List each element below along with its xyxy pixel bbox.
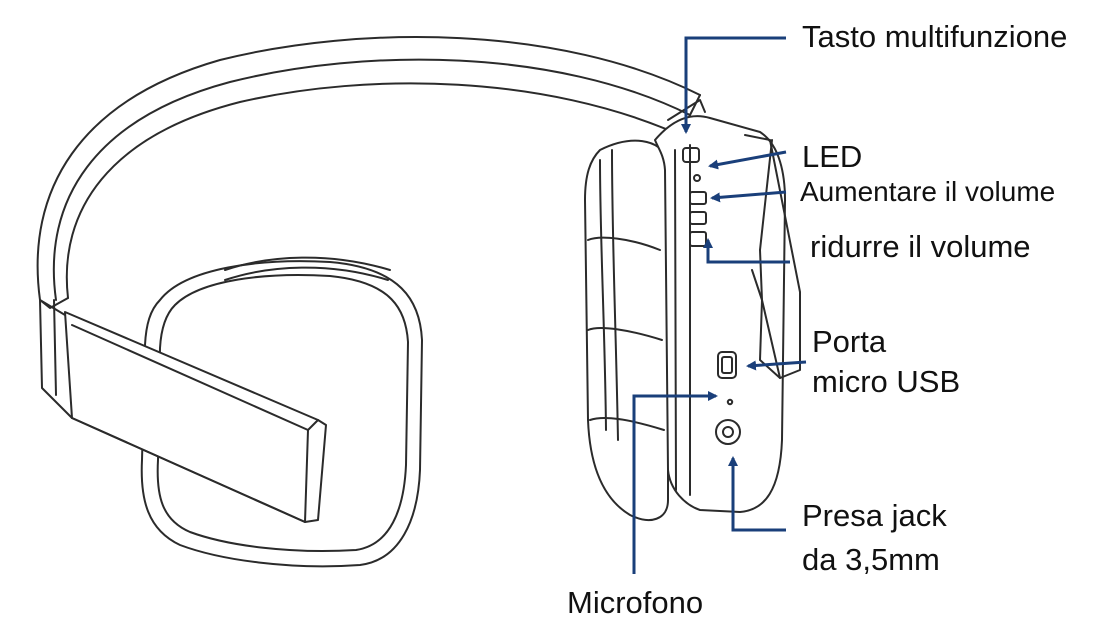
label-led: LED [802, 139, 863, 174]
left-earcup [39, 256, 423, 568]
label-microphone: Microfono [567, 585, 704, 620]
right-earcup [584, 99, 801, 521]
callout-micro-usb [746, 360, 807, 371]
headband [36, 36, 701, 309]
label-micro-usb-line2: micro USB [812, 364, 961, 399]
label-multifunction-button: Tasto multifunzione [802, 19, 1068, 54]
label-volume-down: ridurre il volume [810, 229, 1031, 264]
label-volume-up: Aumentare il volume [800, 176, 1056, 207]
label-jack-line1: Presa jack [802, 498, 947, 533]
callout-led [708, 150, 787, 170]
callout-volume-down [703, 238, 790, 264]
label-micro-usb-port: Porta micro USB [812, 322, 960, 402]
callout-volume-up [710, 190, 787, 203]
callout-jack [728, 456, 786, 532]
callouts [632, 36, 807, 574]
label-jack-socket: Presa jack da 3,5mm [802, 494, 947, 582]
callout-microphone [632, 391, 718, 574]
label-micro-usb-line1: Porta [812, 324, 887, 359]
headphones-illustration [36, 36, 801, 568]
label-jack-line2: da 3,5mm [802, 542, 940, 577]
callout-multifunction [681, 36, 786, 134]
